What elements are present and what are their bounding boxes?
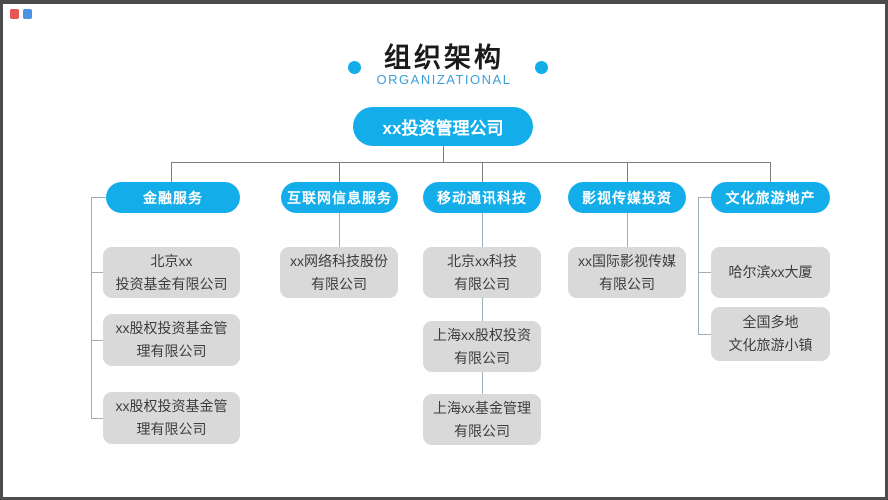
page-title: 组织架构 [384, 43, 504, 73]
connector-line [698, 197, 699, 334]
child-node: xx国际影视传媒 有限公司 [568, 247, 686, 298]
child-node: 哈尔滨xx大厦 [711, 247, 830, 298]
branch-node-finance: 金融服务 [106, 182, 240, 213]
child-node: xx股权投资基金管 理有限公司 [103, 392, 240, 444]
connector-line [91, 340, 103, 341]
child-node: 上海xx股权投资 有限公司 [423, 321, 541, 372]
connector-line [171, 162, 771, 163]
connector-line [339, 213, 340, 247]
child-node: 上海xx基金管理 有限公司 [423, 394, 541, 445]
connector-line [698, 334, 711, 335]
child-node: 全国多地 文化旅游小镇 [711, 307, 830, 361]
connector-line [698, 197, 711, 198]
red-mark-icon [10, 9, 19, 19]
connector-line [91, 272, 103, 273]
connector-line [339, 162, 340, 182]
child-node: xx股权投资基金管 理有限公司 [103, 314, 240, 366]
connector-line [482, 213, 483, 247]
connector-line [171, 162, 172, 182]
root-node: xx投资管理公司 [353, 107, 533, 146]
branch-node-tourism: 文化旅游地产 [711, 182, 830, 213]
branch-node-media: 影视传媒投资 [568, 182, 686, 213]
title-dot-right-icon [535, 61, 548, 74]
connector-line [91, 418, 103, 419]
connector-line [482, 162, 483, 182]
connector-line [443, 146, 444, 162]
blue-mark-icon [23, 9, 32, 19]
connector-line [91, 197, 92, 418]
child-node: xx网络科技股份 有限公司 [280, 247, 398, 298]
connector-line [482, 298, 483, 321]
child-node: 北京xx科技 有限公司 [423, 247, 541, 298]
connector-line [627, 162, 628, 182]
branch-node-mobile: 移动通讯科技 [423, 182, 541, 213]
title-dot-left-icon [348, 61, 361, 74]
connector-line [698, 272, 711, 273]
connector-line [770, 162, 771, 182]
page-subtitle: ORGANIZATIONAL [376, 72, 512, 87]
connector-line [482, 372, 483, 394]
connector-line [91, 197, 106, 198]
child-node: 北京xx 投资基金有限公司 [103, 247, 240, 298]
branch-node-internet: 互联网信息服务 [281, 182, 398, 213]
connector-line [627, 213, 628, 247]
